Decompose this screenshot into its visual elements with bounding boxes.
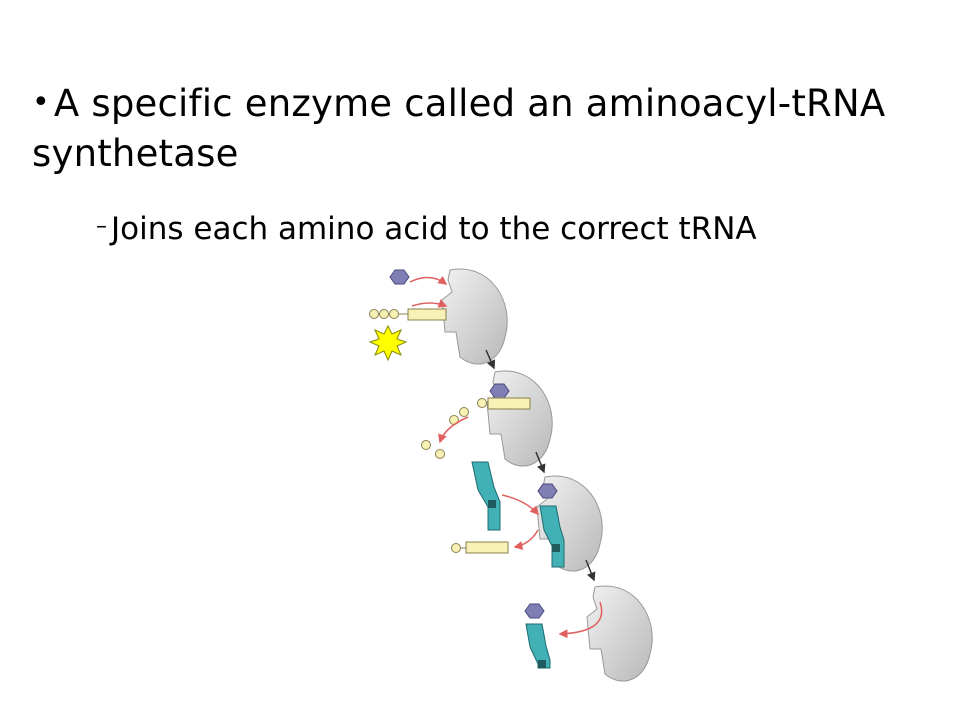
step-4 bbox=[524, 585, 653, 682]
trna-icon bbox=[525, 623, 551, 669]
step-arrow-icon bbox=[535, 451, 546, 474]
main-bullet-text: A specific enzyme called an aminoacyl-tR… bbox=[32, 82, 886, 175]
trna-charging-diagram bbox=[368, 268, 653, 682]
energy-burst-icon bbox=[368, 324, 408, 362]
trna-icon bbox=[471, 461, 501, 531]
amino-acid-icon bbox=[537, 483, 558, 499]
red-arrow-icon bbox=[558, 601, 603, 639]
enzyme-1 bbox=[441, 268, 508, 365]
step-arrow-icon bbox=[585, 559, 596, 582]
enzyme-4 bbox=[586, 585, 653, 682]
sub-bullet-text: Joins each amino acid to the correct tRN… bbox=[111, 211, 757, 247]
amino-acid-icon bbox=[389, 269, 410, 285]
step-1 bbox=[368, 268, 508, 370]
red-arrow-icon bbox=[438, 416, 469, 444]
amino-acid-icon bbox=[524, 603, 545, 619]
main-bullet: •A specific enzyme called an aminoacyl-t… bbox=[32, 78, 912, 179]
atp-icon bbox=[369, 308, 447, 321]
red-arrow-icon bbox=[409, 275, 448, 285]
step-3 bbox=[451, 461, 603, 582]
red-arrow-icon bbox=[411, 299, 448, 308]
trna-icon bbox=[539, 505, 565, 568]
red-arrow-icon bbox=[513, 529, 539, 550]
dash-icon: – bbox=[96, 214, 107, 239]
sub-bullet: –Joins each amino acid to the correct tR… bbox=[96, 205, 757, 251]
step-2 bbox=[421, 370, 553, 474]
red-arrow-icon bbox=[501, 494, 540, 516]
bullet-dot-icon: • bbox=[32, 85, 50, 120]
step-arrow-icon bbox=[485, 349, 496, 370]
